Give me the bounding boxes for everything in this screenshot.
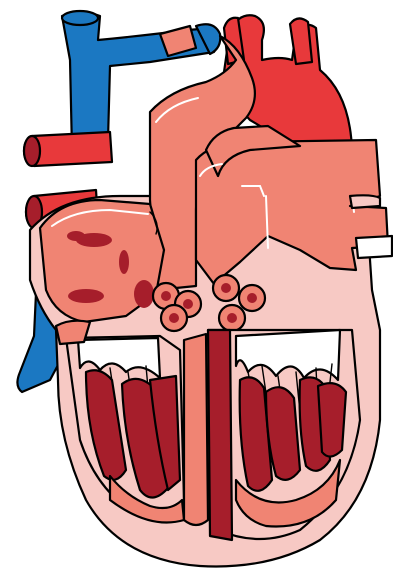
right-atrium <box>56 321 90 344</box>
atrium-spot <box>134 280 154 308</box>
papillary-muscles-left <box>236 377 346 526</box>
atrium-spot <box>67 231 85 241</box>
interventricular-septum <box>184 334 208 525</box>
atrium-spot <box>119 250 129 274</box>
atrium-spot <box>68 289 104 303</box>
left-atrium <box>40 200 164 322</box>
